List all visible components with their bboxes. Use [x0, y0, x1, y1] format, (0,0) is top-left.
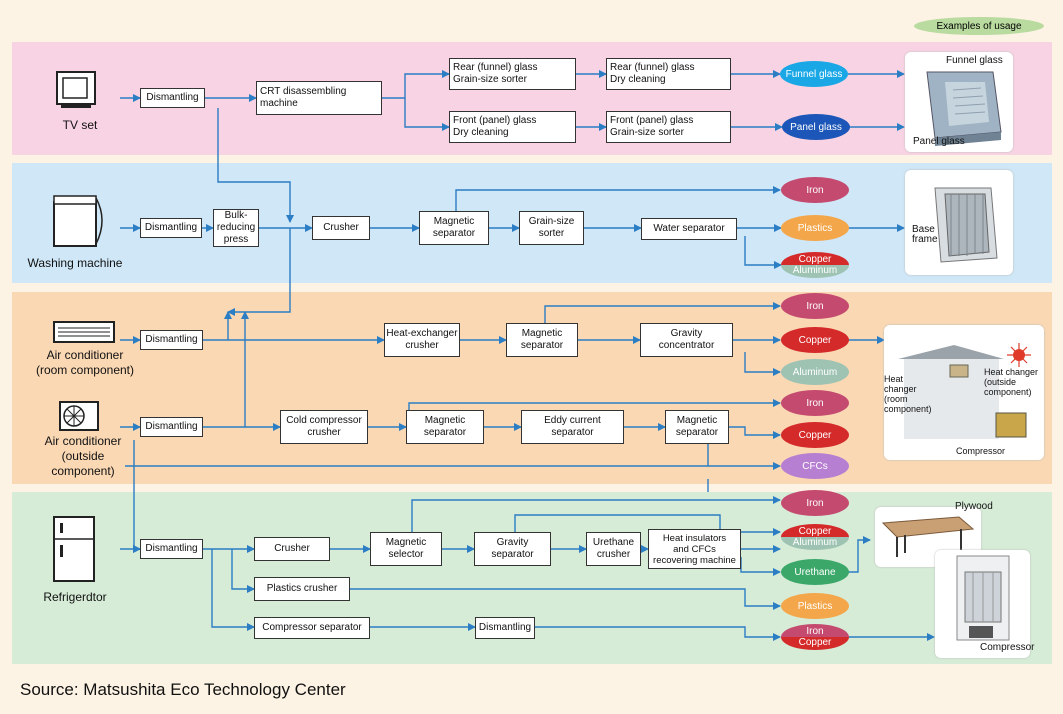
crusher-box: Crusher — [312, 216, 370, 240]
output-ref-plastics: Plastics — [781, 593, 849, 619]
output-wm-plastics: Plastics — [781, 215, 849, 241]
output-ref-copper-aluminum: Copper Aluminum — [781, 524, 849, 550]
crt-tube-illustration — [926, 71, 1002, 146]
bulk-press-box: Bulk- reducing press — [213, 209, 259, 247]
washing-drum-illustration — [934, 187, 998, 263]
output-ref-urethane: Urethane — [781, 559, 849, 585]
photo-label-plywood: Plywood — [955, 501, 993, 512]
output-panel-glass: Panel glass — [782, 114, 850, 140]
grain-sorter-box: Grain-size sorter — [519, 211, 584, 245]
photo-label-heat-outside: Heat changer (outside component) — [984, 367, 1039, 397]
aircon-house-photo — [884, 325, 1044, 460]
output-ref-aluminum: Aluminum — [792, 537, 838, 548]
crt-box: CRT disassembling machine — [256, 81, 382, 115]
heat-insulators-box: Heat insulators and CFCs recovering mach… — [648, 529, 741, 569]
gravity-concentrator-box: Gravity concentrator — [640, 323, 733, 357]
tv-dismantling-box: Dismantling — [140, 88, 205, 108]
aco-dismantling-box: Dismantling — [140, 417, 203, 437]
output-ref-copper2: Copper — [798, 637, 832, 648]
wm-magnetic-box: Magnetic separator — [419, 211, 489, 245]
house-illustration — [898, 343, 1031, 439]
photo-label-heat-room: Heat changer (room component) — [884, 374, 932, 414]
photo-label-compressor-ref: Compressor — [980, 642, 1035, 653]
compressor-ref-photo — [935, 550, 1030, 658]
aco-magnetic2-box: Magnetic separator — [665, 410, 729, 444]
plastics-crusher-box: Plastics crusher — [254, 577, 350, 601]
tv-glass-photo — [905, 52, 1013, 152]
aircon-outside-label: Air conditioner (outside component) — [44, 434, 122, 478]
water-separator-box: Water separator — [641, 218, 737, 240]
source-credit: Source: Matsushita Eco Technology Center — [20, 680, 346, 699]
washing-base-photo — [905, 170, 1013, 275]
aco-magnetic1-box: Magnetic separator — [406, 410, 484, 444]
gravity-separator-box: Gravity separator — [474, 532, 551, 566]
refrigerator-label: Refrigerdtor — [43, 590, 107, 604]
photo-label-panel-glass: Panel glass — [913, 136, 965, 147]
output-ac-aluminum: Aluminum — [781, 359, 849, 385]
photo-label-funnel-glass: Funnel glass — [946, 55, 1003, 66]
ref-dismantling-box: Dismantling — [140, 539, 203, 559]
magnetic-selector-box: Magnetic selector — [370, 532, 442, 566]
rear-sorter-box: Rear (funnel) glass Grain-size sorter — [449, 58, 576, 90]
output-wm-iron: Iron — [781, 177, 849, 203]
tv-label: TV set — [62, 118, 98, 132]
cold-compressor-box: Cold compressor crusher — [280, 410, 368, 444]
front-sorter-box: Front (panel) glass Grain-size sorter — [606, 111, 731, 143]
front-clean-box: Front (panel) glass Dry cleaning — [449, 111, 576, 143]
compressor-separator-box: Compressor separator — [254, 617, 370, 639]
output-wm-copper: Copper — [798, 254, 832, 265]
output-funnel-glass: Funnel glass — [780, 61, 848, 87]
bench-illustration — [881, 516, 975, 557]
fridge-cutaway-illustration — [956, 555, 1010, 641]
washing-machine-label: Washing machine — [27, 256, 123, 270]
output-ref-iron2: Iron — [806, 626, 824, 637]
output-ac-copper2: Copper — [781, 422, 849, 448]
output-ac-iron1: Iron — [781, 293, 849, 319]
output-wm-copper-aluminum: Copper Aluminum — [781, 252, 849, 278]
acr-magnetic-box: Magnetic separator — [506, 323, 578, 357]
output-ref-copper: Copper — [798, 526, 832, 537]
wm-dismantling-box: Dismantling — [140, 218, 202, 238]
ref-crusher-box: Crusher — [254, 537, 330, 561]
urethane-crusher-box: Urethane crusher — [586, 532, 641, 566]
rear-clean-box: Rear (funnel) glass Dry cleaning — [606, 58, 731, 90]
aircon-room-label: Air conditioner (room component) — [35, 348, 135, 377]
photo-label-compressor-ac: Compressor — [956, 446, 1006, 456]
washing-machine-icon — [53, 195, 103, 247]
acr-dismantling-box: Dismantling — [140, 330, 203, 350]
tv-icon — [56, 71, 96, 108]
photo-label-base-frame: Base frame — [912, 224, 938, 245]
heat-exchanger-box: Heat-exchanger crusher — [384, 323, 460, 357]
refrigerator-icon — [53, 516, 95, 582]
output-ac-copper1: Copper — [781, 327, 849, 353]
output-wm-aluminum: Aluminum — [792, 265, 838, 276]
aircon-room-icon — [53, 321, 115, 343]
ref-dismantling2-box: Dismantling — [475, 617, 535, 639]
legend-usage: Examples of usage — [914, 17, 1044, 35]
output-ac-iron2: Iron — [781, 390, 849, 416]
aircon-outside-icon — [59, 401, 99, 431]
output-ref-iron: Iron — [781, 490, 849, 516]
output-ref-iron-copper: Iron Copper — [781, 624, 849, 650]
output-cfcs: CFCs — [781, 453, 849, 479]
eddy-current-box: Eddy current separator — [521, 410, 624, 444]
